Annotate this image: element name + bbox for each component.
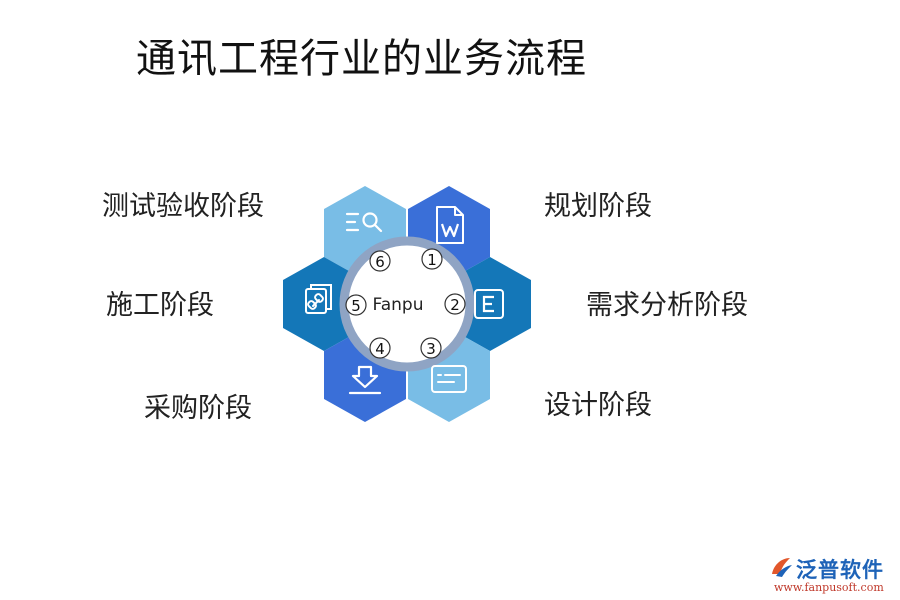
badge-4: 4: [369, 337, 391, 359]
word-document-icon: [436, 206, 464, 244]
badge-6: 6: [369, 250, 391, 272]
brand-watermark: 泛普软件 www.fanpusoft.com: [768, 554, 896, 598]
stage-label-2: 需求分析阶段: [586, 290, 748, 321]
badge-3: 3: [420, 337, 442, 359]
brand-name: 泛普软件: [796, 558, 884, 582]
center-label: Fanpu: [373, 295, 424, 315]
monitor-icon: [431, 365, 467, 393]
brand-url: www.fanpusoft.com: [774, 581, 884, 594]
fanpu-logo-icon: [772, 558, 792, 577]
search-list-icon: [345, 212, 383, 233]
letter-e-icon: [474, 289, 504, 319]
stage-label-5: 施工阶段: [106, 290, 214, 321]
svg-text:5: 5: [351, 297, 361, 315]
stage-label-1: 规划阶段: [544, 191, 652, 222]
stage-label-4: 采购阶段: [144, 393, 252, 424]
download-icon: [348, 365, 382, 395]
center-ring: [339, 236, 475, 372]
svg-text:6: 6: [375, 253, 385, 271]
badge-5: 5: [345, 294, 367, 316]
page-title: 通讯工程行业的业务流程: [136, 36, 587, 82]
badge-1: 1: [421, 248, 443, 270]
stage-label-3: 设计阶段: [544, 390, 652, 421]
svg-text:3: 3: [426, 340, 436, 358]
link-copy-icon: [305, 284, 332, 314]
svg-text:1: 1: [427, 251, 437, 269]
svg-text:4: 4: [375, 340, 385, 358]
stage-label-6: 测试验收阶段: [102, 191, 264, 222]
badge-2: 2: [444, 293, 466, 315]
svg-text:2: 2: [450, 296, 460, 314]
